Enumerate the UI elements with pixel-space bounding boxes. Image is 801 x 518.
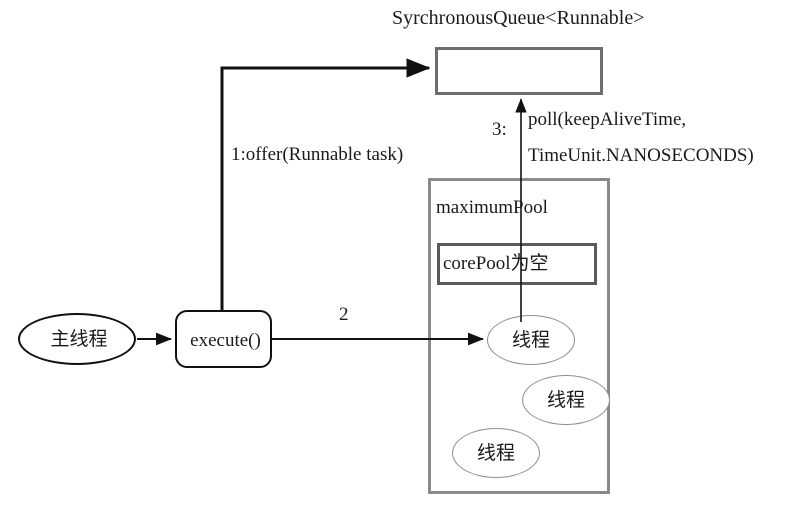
maximum-pool-label: maximumPool <box>436 197 548 218</box>
worker-thread-node-2: 线程 <box>522 375 610 425</box>
worker-thread-label-1: 线程 <box>511 328 550 351</box>
edge-label-poll-line1: poll(keepAliveTime, <box>528 109 687 130</box>
worker-thread-label-2: 线程 <box>546 388 585 411</box>
core-pool-label: corePool为空 <box>443 253 549 274</box>
core-pool-box <box>437 243 597 285</box>
queue-title: SyrchronousQueue<Runnable> <box>392 7 645 29</box>
execute-node: execute() <box>175 310 272 368</box>
main-thread-node: 主线程 <box>18 313 136 365</box>
worker-thread-node-1: 线程 <box>487 315 575 365</box>
execute-label: execute() <box>190 330 261 351</box>
edge-label-poll-line2: TimeUnit.NANOSECONDS) <box>528 145 754 166</box>
edge-offer-to-queue <box>220 58 431 310</box>
edge-label-dispatch: 2 <box>339 304 349 325</box>
main-thread-label: 主线程 <box>50 329 108 350</box>
edge-label-offer: 1:offer(Runnable task) <box>231 144 404 165</box>
worker-thread-label-3: 线程 <box>476 441 515 464</box>
edge-label-poll-step: 3: <box>492 119 507 140</box>
synchronous-queue-box <box>435 47 603 95</box>
worker-thread-node-3: 线程 <box>452 428 540 478</box>
